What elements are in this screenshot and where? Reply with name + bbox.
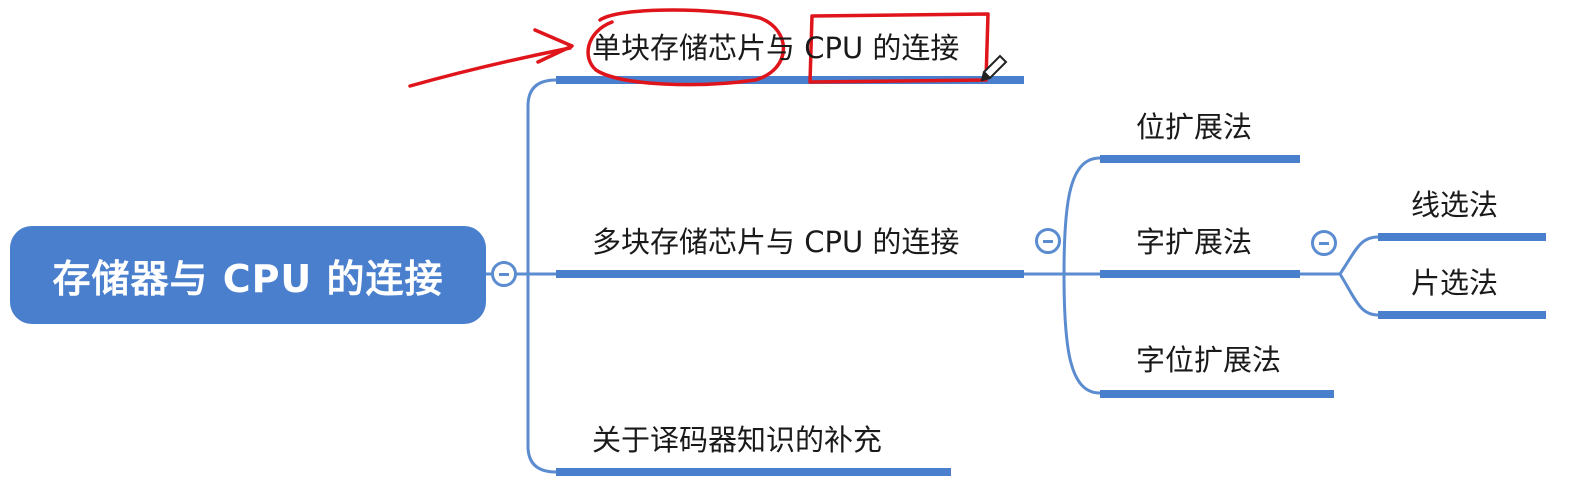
child-label-bit-extension[interactable]: 位扩展法 — [1136, 110, 1253, 144]
collapse-branch-2-button[interactable] — [1035, 228, 1061, 254]
annotation-arrow-shaft — [408, 46, 572, 88]
child-label-word-extension[interactable]: 字扩展法 — [1136, 225, 1253, 259]
underline-branch-1 — [556, 76, 1024, 84]
root-node-label: 存储器与 CPU 的连接 — [52, 256, 444, 301]
underline-child-1 — [1100, 155, 1300, 163]
underline-grandchild-2 — [1378, 311, 1546, 319]
collapse-root-button[interactable] — [491, 261, 517, 287]
underline-child-2 — [1100, 270, 1300, 278]
branch-label-single-chip[interactable]: 单块存储芯片与 CPU 的连接 — [592, 31, 960, 65]
underline-child-3 — [1100, 390, 1334, 398]
annotation-circle — [586, 8, 786, 87]
underline-branch-3 — [556, 468, 951, 476]
connector-child-top — [1062, 156, 1101, 275]
collapse-child-2-button[interactable] — [1311, 230, 1337, 256]
connector-grandchild-top — [1338, 235, 1379, 275]
branch-label-decoder[interactable]: 关于译码器知识的补充 — [592, 423, 883, 457]
root-node[interactable]: 存储器与 CPU 的连接 — [10, 226, 486, 324]
node-underlines — [556, 76, 1546, 476]
connector-child-bottom — [1062, 273, 1101, 395]
connector-branch-top — [526, 78, 557, 274]
underline-grandchild-1 — [1378, 233, 1546, 241]
child-label-word-bit-extension[interactable]: 字位扩展法 — [1136, 343, 1282, 377]
pencil-cursor-icon — [980, 54, 1008, 82]
connector-grandchild-bottom — [1338, 273, 1379, 317]
branch-label-multi-chip[interactable]: 多块存储芯片与 CPU 的连接 — [592, 225, 960, 259]
grandchild-label-chip-select[interactable]: 片选法 — [1411, 266, 1499, 300]
grandchild-label-line-select[interactable]: 线选法 — [1411, 188, 1499, 222]
annotation-arrow-head — [533, 28, 574, 64]
underline-branch-2 — [556, 270, 1024, 278]
red-annotations — [408, 8, 990, 88]
root-connectors — [486, 78, 1379, 474]
connector-branch-bottom — [526, 274, 557, 474]
